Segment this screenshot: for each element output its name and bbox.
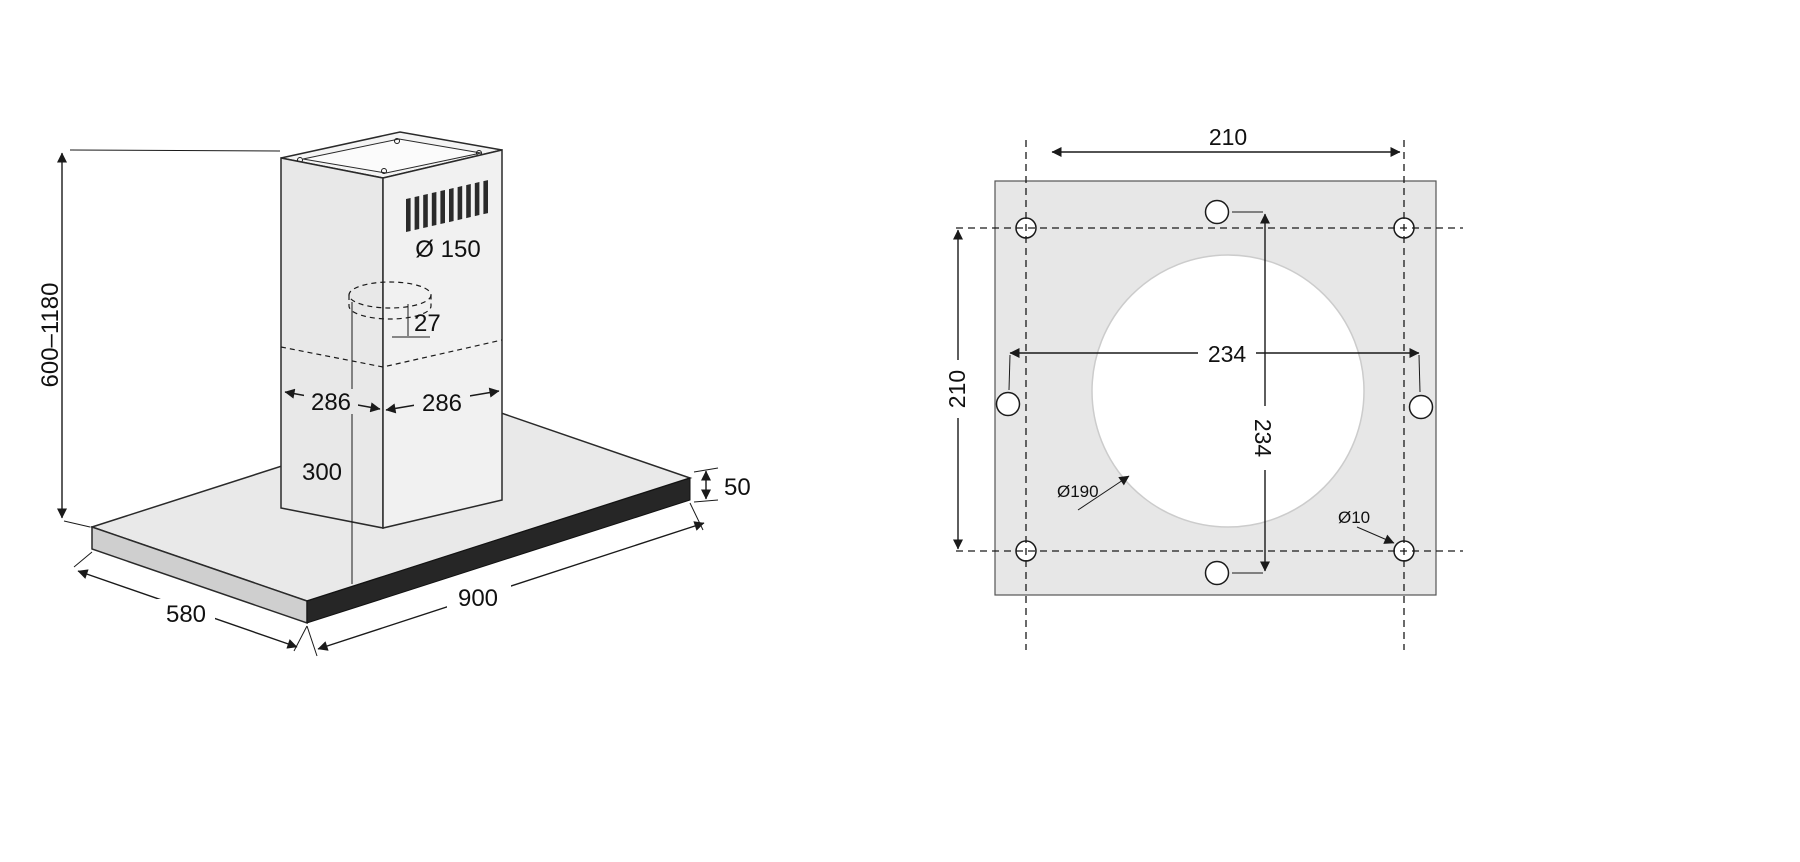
- hole-right-middle: [1408, 394, 1434, 420]
- dimension-side-spacing: 210: [944, 229, 970, 550]
- callout-cutout-diameter: Ø190: [1057, 475, 1130, 511]
- duct-outlet-side: [348, 295, 432, 320]
- dimension-height-range: 600–1180: [37, 149, 281, 528]
- screw-icon: [381, 168, 387, 174]
- dimension-vertical-spacing: 234: [1232, 211, 1278, 574]
- callout-hole-diameter: Ø10: [1338, 508, 1395, 544]
- dimension-chimney-depth: 286: [284, 388, 381, 416]
- dimension-duct-offset: 27: [392, 304, 441, 338]
- top-spacing-label: 210: [1209, 124, 1247, 150]
- chimney-width-label: 286: [422, 390, 462, 417]
- body-width-label: 900: [458, 585, 498, 612]
- chimney-duct: [280, 131, 503, 529]
- height-range-label: 600–1180: [37, 283, 64, 388]
- duct-diameter-label: Ø 150: [415, 236, 480, 263]
- hole-top-center: [1204, 199, 1230, 225]
- screw-icon: [394, 138, 400, 144]
- horizontal-spacing-label: 234: [1208, 341, 1247, 367]
- duct-cutout-circle: [1091, 254, 1365, 528]
- dimension-body-depth: 580: [73, 551, 308, 652]
- duct-offset-label: 27: [414, 310, 441, 337]
- mount-hole-diameter-label: Ø10: [1338, 508, 1370, 527]
- construction-lines: [956, 140, 1463, 650]
- dimension-chimney-width: 286: [385, 387, 500, 417]
- hole-bottom-center: [1204, 560, 1230, 586]
- vertical-spacing-label: 234: [1250, 419, 1276, 458]
- body-thickness-label: 50: [724, 474, 751, 501]
- chimney-depth-label: 286: [311, 389, 351, 416]
- dimension-body-thickness: 50: [693, 467, 751, 503]
- side-spacing-label: 210: [944, 370, 970, 408]
- hole-left-middle: [995, 391, 1021, 417]
- chimney-split-line: [280, 339, 503, 368]
- mounting-template-view: 210 210 234 234 Ø190: [944, 124, 1463, 650]
- body-depth-label: 580: [166, 601, 206, 628]
- mounting-holes: [995, 199, 1434, 586]
- cutout-diameter-label: Ø190: [1057, 482, 1099, 501]
- isometric-view: 600–1180 Ø 150 27 286 286 300: [37, 131, 751, 657]
- dimension-body-width: 900: [306, 502, 705, 657]
- chimney-right-face: [382, 149, 503, 529]
- chimney-section-height-label: 300: [302, 459, 342, 486]
- dimension-horizontal-spacing: 234: [1008, 340, 1421, 393]
- vent-grille-icon: [406, 180, 489, 232]
- dimension-top-spacing: 210: [1051, 124, 1401, 157]
